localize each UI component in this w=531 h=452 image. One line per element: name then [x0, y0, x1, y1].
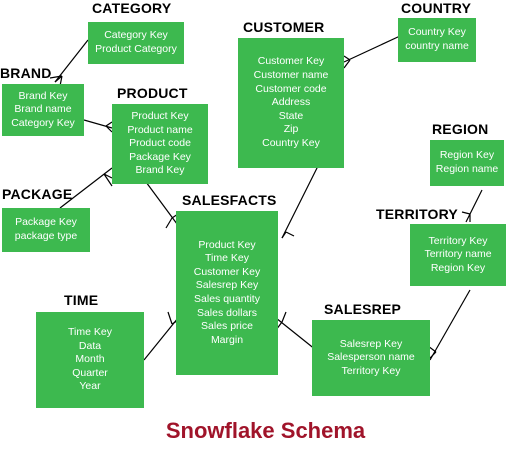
country-title: COUNTRY — [401, 0, 472, 16]
link-brand-category — [54, 39, 89, 83]
diagram-caption: Snowflake Schema — [165, 418, 366, 443]
salesfacts-field: Sales quantity — [194, 293, 260, 305]
link-salesrep-territory — [429, 289, 471, 361]
salesrep-field: Territory Key — [341, 364, 401, 377]
package-title: PACKAGE — [2, 186, 73, 202]
time-field: Quarter — [72, 366, 108, 379]
product-field: Package Key — [129, 150, 191, 163]
salesfacts-table: Product Key Time Key Customer Key Salesr… — [176, 211, 278, 375]
region-field: Region Key — [439, 149, 495, 162]
category-table: Category Key Product Category — [88, 22, 184, 64]
salesrep-field: Salesrep Key — [339, 337, 403, 350]
time-title: TIME — [64, 292, 99, 308]
time-field: Time Key — [68, 326, 112, 339]
package-field: package type — [14, 230, 78, 242]
salesfacts-field: Time Key — [205, 252, 249, 265]
link-time-salesfacts — [143, 317, 179, 361]
region-table: Region Key Region name — [430, 140, 504, 186]
product-field: Brand Key — [135, 164, 185, 177]
crowfoot-product-brand — [105, 121, 113, 133]
salesfacts-title: SALESFACTS — [182, 192, 277, 208]
crowfoot-package-product — [103, 173, 113, 187]
country-field: Country Key — [408, 26, 466, 39]
brand-title: BRAND — [0, 65, 52, 81]
category-field: Product Category — [95, 43, 177, 55]
crowfoot-salesfacts-customer — [281, 231, 295, 239]
salesfacts-field: Customer Key — [193, 265, 261, 278]
crowfoot-territory-region — [461, 211, 471, 222]
package-table: Package Key package type — [2, 208, 90, 252]
product-field: Product code — [129, 137, 191, 150]
customer-field: Customer name — [253, 69, 329, 82]
brand-table: Brand Key Brand name Category Key — [2, 84, 84, 136]
brand-field: Brand name — [14, 103, 72, 116]
salesfacts-field: Margin — [210, 333, 244, 346]
category-field: Category Key — [104, 29, 168, 42]
customer-field: Address — [271, 96, 311, 109]
crowfoot-customer-country — [343, 55, 351, 69]
link-territory-region — [465, 189, 483, 223]
brand-field: Category Key — [11, 116, 75, 129]
customer-field: Country Key — [262, 136, 320, 149]
country-field: country name — [405, 40, 469, 52]
salesfacts-field: Product Key — [198, 238, 256, 251]
link-package-product — [59, 167, 113, 209]
product-field: Product Key — [131, 110, 189, 123]
region-title: REGION — [432, 121, 489, 137]
customer-field: Customer Key — [257, 55, 325, 68]
product-title: PRODUCT — [117, 85, 188, 101]
product-field: Product name — [127, 123, 193, 136]
salesrep-field: Salesperson name — [327, 351, 415, 364]
territory-table: Territory Key Territory name Region Key — [410, 224, 506, 286]
salesfacts-field: Salesrep Key — [195, 279, 259, 292]
salesfacts-field: Sales dollars — [196, 306, 258, 319]
salesfacts-field: Sales price — [201, 320, 253, 333]
salesrep-table: Salesrep Key Salesperson name Territory … — [312, 320, 430, 396]
customer-field: Zip — [283, 123, 299, 136]
time-field: Month — [75, 353, 105, 366]
region-field: Region name — [435, 163, 499, 175]
link-customer-country — [343, 35, 401, 63]
territory-title: TERRITORY — [376, 206, 458, 222]
customer-field: Customer code — [255, 82, 327, 95]
salesrep-title: SALESREP — [324, 301, 402, 317]
category-title: CATEGORY — [92, 0, 172, 16]
link-customer-salesfacts — [281, 165, 319, 239]
link-salesfacts-salesrep — [275, 317, 317, 351]
customer-table: Customer Key Customer name Customer code… — [238, 38, 344, 168]
product-table: Product Key Product name Product code Pa… — [112, 104, 208, 184]
package-field: Package Key — [15, 216, 77, 229]
time-field: Data — [78, 339, 102, 352]
territory-field: Region Key — [430, 261, 486, 274]
brand-field: Brand Key — [18, 89, 68, 102]
customer-field: State — [278, 109, 304, 122]
customer-title: CUSTOMER — [243, 19, 325, 35]
time-field: Year — [79, 380, 101, 393]
territory-field: Territory Key — [428, 234, 488, 247]
country-table: Country Key country name — [398, 18, 476, 62]
link-product-salesfacts — [145, 181, 181, 229]
time-table: Time Key Data Month Quarter Year — [36, 312, 144, 408]
territory-field: Territory name — [424, 248, 492, 261]
link-brand-product — [83, 119, 113, 129]
